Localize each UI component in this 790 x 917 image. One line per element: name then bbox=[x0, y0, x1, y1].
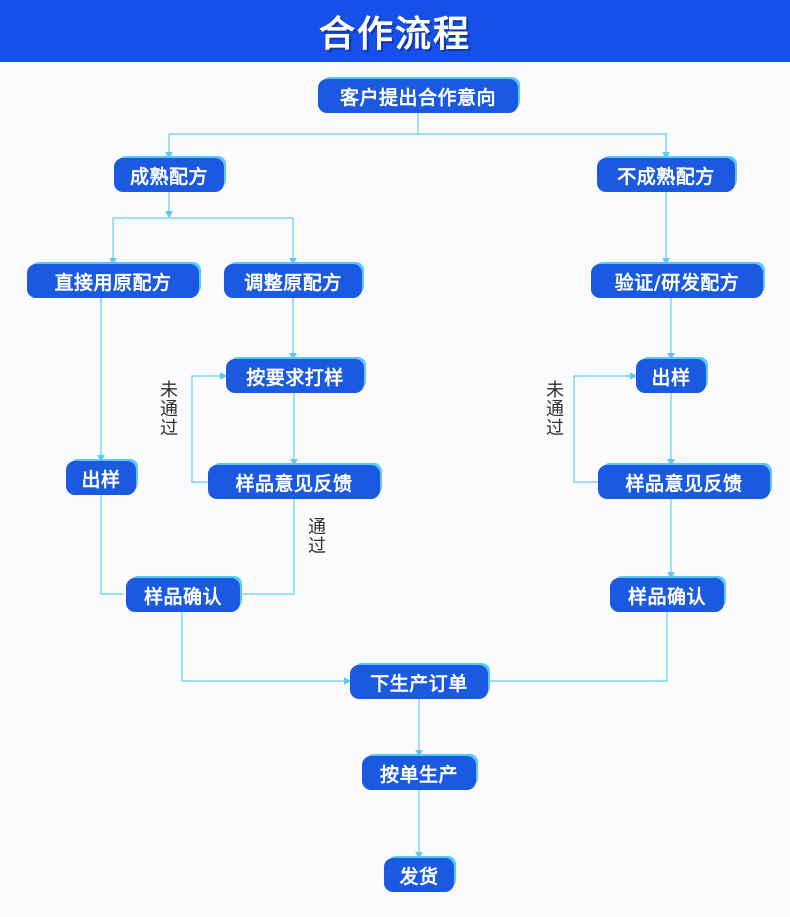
process-node-n06[interactable]: 验证/研发配方 bbox=[591, 264, 763, 298]
process-node-label: 按单生产 bbox=[379, 763, 458, 786]
process-node-label: 下生产订单 bbox=[370, 672, 468, 695]
edge-label-l3: 未通过 bbox=[542, 380, 564, 437]
process-node-n14[interactable]: 下生产订单 bbox=[350, 665, 488, 699]
process-node-n05[interactable]: 调整原配方 bbox=[224, 264, 362, 298]
wire-confirm-left-to-order bbox=[181, 612, 352, 685]
wire-feedback-pass-left bbox=[243, 499, 295, 595]
wire-feedback-fail-loop-right bbox=[573, 372, 638, 483]
process-node-label: 出样 bbox=[81, 468, 121, 491]
process-node-label: 直接用原配方 bbox=[54, 271, 172, 294]
process-node-n16[interactable]: 发货 bbox=[384, 858, 454, 892]
process-node-label: 调整原配方 bbox=[244, 271, 342, 294]
process-node-n10[interactable]: 样品意见反馈 bbox=[208, 465, 380, 499]
process-node-n02[interactable]: 成熟配方 bbox=[114, 158, 224, 192]
process-node-label: 样品确认 bbox=[143, 585, 222, 608]
wire-feedback-fail-loop-left bbox=[191, 372, 228, 483]
process-node-n09[interactable]: 出样 bbox=[66, 461, 136, 495]
wire-confirm-right-to-order bbox=[488, 612, 668, 682]
process-node-n08[interactable]: 出样 bbox=[636, 359, 706, 393]
process-node-n03[interactable]: 不成熟配方 bbox=[597, 158, 735, 192]
edge-label-l2: 通过 bbox=[304, 517, 326, 555]
process-node-n13[interactable]: 样品确认 bbox=[610, 578, 724, 612]
edge-label-l1: 未通过 bbox=[156, 380, 178, 437]
header-banner: 合作流程 bbox=[0, 0, 790, 62]
process-node-label: 不成熟配方 bbox=[617, 165, 715, 188]
wire-sample-to-confirm-left bbox=[100, 495, 123, 595]
process-node-n15[interactable]: 按单生产 bbox=[362, 756, 476, 790]
process-node-label: 客户提出合作意向 bbox=[339, 86, 496, 109]
process-node-label: 样品确认 bbox=[627, 585, 706, 608]
process-node-label: 验证/研发配方 bbox=[614, 271, 740, 294]
process-node-n12[interactable]: 样品确认 bbox=[126, 578, 240, 612]
process-node-label: 发货 bbox=[399, 865, 439, 888]
process-node-label: 成熟配方 bbox=[129, 165, 208, 188]
process-node-label: 按要求打样 bbox=[246, 366, 344, 389]
process-node-n04[interactable]: 直接用原配方 bbox=[27, 264, 199, 298]
process-node-n11[interactable]: 样品意见反馈 bbox=[598, 465, 770, 499]
process-node-n07[interactable]: 按要求打样 bbox=[226, 359, 364, 393]
process-node-n01[interactable]: 客户提出合作意向 bbox=[318, 79, 518, 113]
process-node-label: 出样 bbox=[651, 366, 691, 389]
page-title: 合作流程 bbox=[318, 14, 471, 55]
process-node-label: 样品意见反馈 bbox=[235, 472, 353, 495]
process-node-label: 样品意见反馈 bbox=[625, 472, 743, 495]
